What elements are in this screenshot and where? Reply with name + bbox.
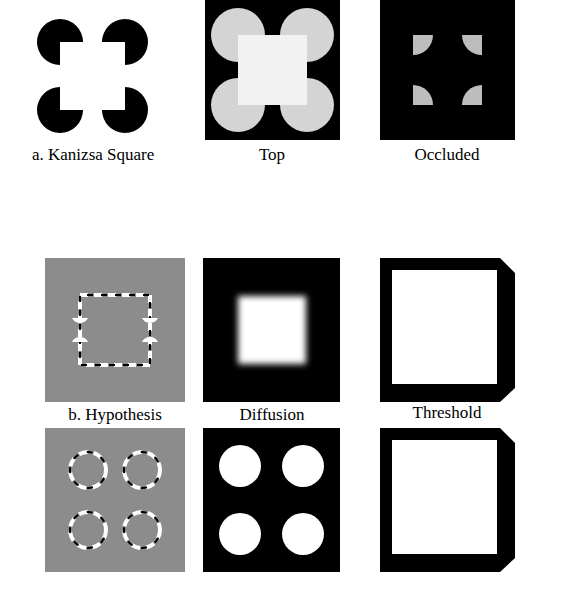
panel-caption: b. Hypothesis xyxy=(68,406,162,425)
top-layer-panel xyxy=(205,0,340,140)
panel-caption: Threshold xyxy=(413,404,482,423)
hypothesis-panel xyxy=(45,428,185,572)
hypothesis-panel xyxy=(45,258,185,402)
kanizsa-inducers xyxy=(37,19,148,133)
panel-caption: a. Kanizsa Square xyxy=(32,146,154,165)
threshold-panel xyxy=(380,428,515,572)
occluded-layer-panel xyxy=(380,0,515,140)
diffusion-panel xyxy=(203,258,340,402)
panel-caption: Diffusion xyxy=(240,406,305,425)
panel-caption: Occluded xyxy=(414,146,479,165)
panel-caption: Top xyxy=(259,146,285,165)
diffusion-panel xyxy=(203,428,340,572)
threshold-panel xyxy=(380,258,515,402)
